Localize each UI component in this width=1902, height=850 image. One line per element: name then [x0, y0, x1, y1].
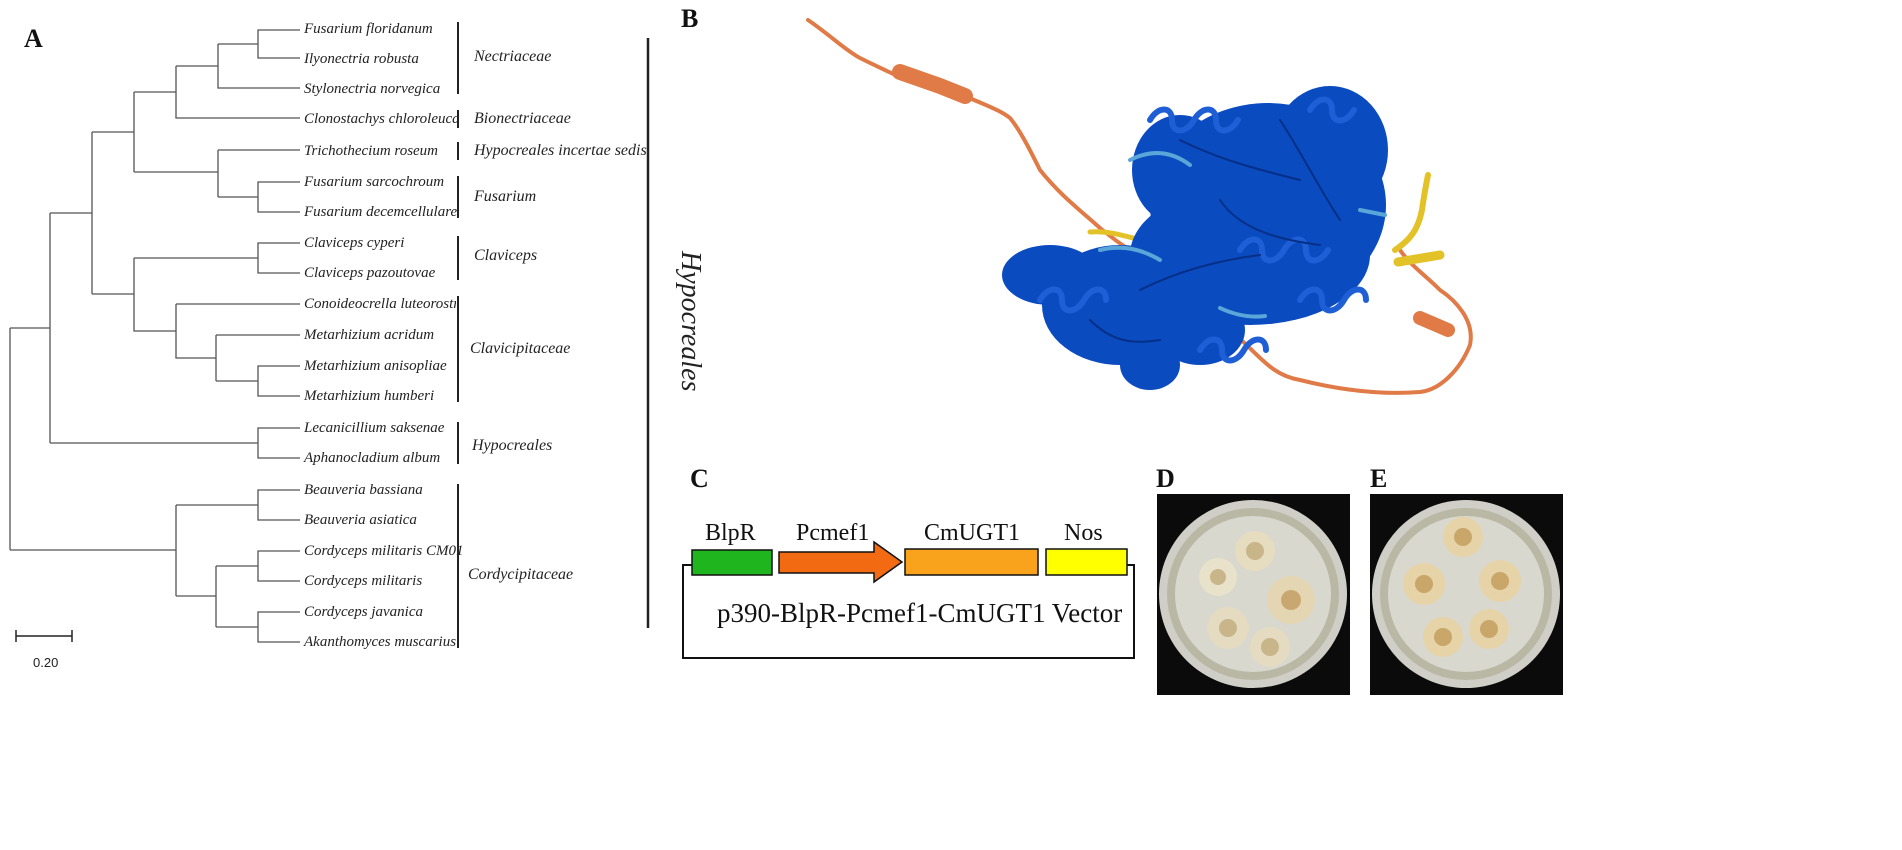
pcmef1-label: Pcmef1: [796, 520, 870, 546]
family-label: Hypocreales: [472, 437, 553, 454]
taxon-label: Beauveria bassiana: [304, 482, 423, 498]
taxon-label: Clonostachys chloroleuca: [304, 111, 460, 127]
taxon-label: Aphanocladium album: [304, 450, 441, 466]
pcmef1-element: [778, 540, 904, 584]
petri-dish-e: [1370, 494, 1563, 695]
taxon-label: Claviceps pazoutovae: [304, 265, 436, 281]
family-label: Cordycipitaceae: [468, 566, 574, 583]
family-label: Fusarium: [474, 188, 537, 205]
taxon-label: Lecanicillium saksenae: [304, 420, 445, 436]
panel-label-a: A: [24, 24, 43, 53]
family-label: Nectriaceae: [474, 48, 552, 65]
taxon-label: Cordyceps militaris CM01: [304, 543, 464, 559]
taxon-label: Metarhizium humberi: [304, 388, 435, 404]
panel-label-c: C: [690, 464, 709, 493]
taxon-label: Stylonectria norvegica: [304, 81, 441, 97]
taxon-label: Fusarium decemcellulare: [304, 204, 458, 220]
order-label: Hypocreales: [675, 251, 706, 392]
vector-map: [682, 540, 1135, 659]
taxon-label: Metarhizium anisopliae: [304, 358, 447, 374]
taxon-label: Metarhizium acridum: [304, 327, 435, 343]
taxon-label: Cordyceps javanica: [304, 604, 423, 620]
panel-label-b: B: [681, 4, 699, 33]
nos-label: Nos: [1064, 520, 1103, 546]
panel-label-e: E: [1370, 464, 1388, 493]
family-label: Bionectriaceae: [474, 110, 571, 127]
scale-bar: [15, 630, 73, 642]
panel-label-d: D: [1156, 464, 1175, 493]
taxon-label: Beauveria asiatica: [304, 512, 417, 528]
petri-dish-d: [1157, 494, 1350, 695]
taxon-label: Conoideocrella luteorostrata: [304, 297, 456, 312]
protein-structure-model: [806, 18, 1473, 395]
family-label: Claviceps: [474, 247, 538, 264]
cmugt1-element: [904, 548, 1039, 576]
taxon-label: Claviceps cyperi: [304, 235, 405, 251]
blpr-element: [691, 549, 773, 576]
taxon-label: Fusarium floridanum: [304, 21, 433, 37]
vector-name: p390-BlpR-Pcmef1-CmUGT1 Vector: [717, 598, 1123, 628]
cmugt1-label: CmUGT1: [924, 520, 1020, 546]
family-label: Clavicipitaceae: [470, 340, 571, 357]
taxon-label: Akanthomyces muscarius: [304, 634, 457, 650]
scale-label: 0.20: [33, 655, 59, 670]
taxon-label: Ilyonectria robusta: [304, 51, 419, 67]
blpr-label: BlpR: [705, 520, 756, 546]
taxon-label: Trichothecium roseum: [304, 143, 439, 159]
family-label: Hypocreales incertae sedis: [474, 142, 647, 159]
taxon-label: Cordyceps militaris: [304, 573, 423, 589]
taxon-label: Fusarium sarcochroum: [304, 174, 445, 190]
nos-element: [1045, 548, 1128, 576]
